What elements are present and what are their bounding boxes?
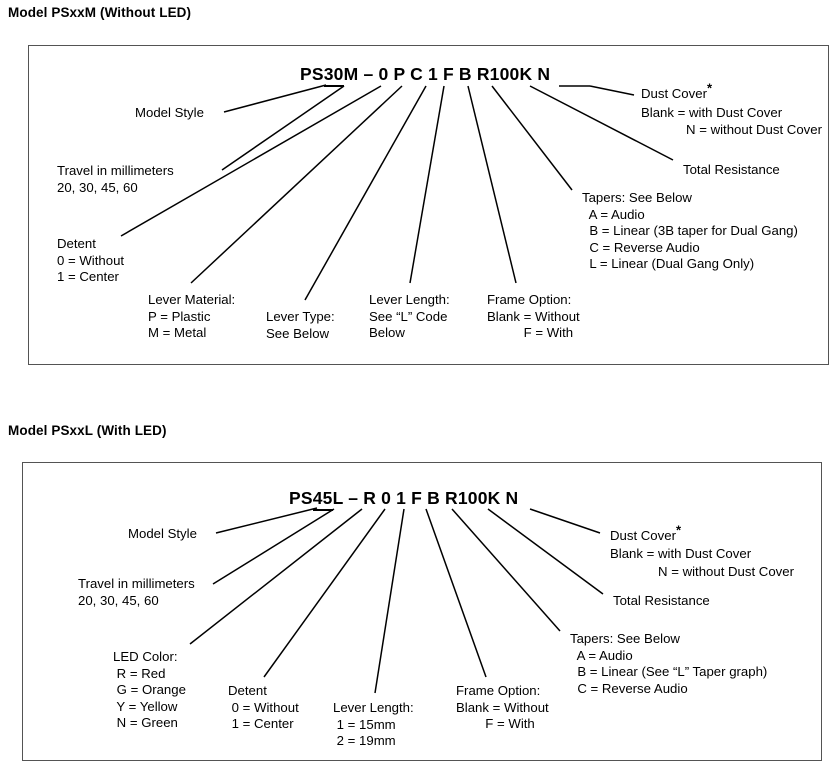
- d1-label-lever-length: Lever Length: See “L” Code Below: [369, 292, 450, 340]
- part-number-rest: – 0 P C 1 F B R100K N: [358, 64, 551, 84]
- d1-label-total-resistance: Total Resistance: [683, 162, 780, 177]
- d2-label-frame-option: Frame Option: Blank = Without F = With: [456, 683, 549, 731]
- d1-label-dust-cover: Dust Cover*: [641, 82, 712, 103]
- d1-label-tapers: Tapers: See Below A = Audio B = Linear (…: [582, 190, 798, 271]
- d1-label-lever-material: Lever Material: P = Plastic M = Metal: [148, 292, 236, 340]
- d2-label-travel: Travel in millimeters 20, 30, 45, 60: [78, 576, 195, 608]
- d2-label-tapers: Tapers: See Below A = Audio B = Linear (…: [570, 631, 768, 696]
- d1-label-travel: Travel in millimeters 20, 30, 45, 60: [57, 163, 174, 195]
- d2-label-detent: Detent 0 = Without 1 = Center: [228, 683, 299, 731]
- part-number-rest: – R 0 1 F B R100K N: [343, 488, 519, 508]
- part-number-travel-code: 30: [323, 64, 344, 87]
- d2-label-dust-cover: Dust Cover*: [610, 524, 681, 545]
- d2-label-led-color: LED Color: R = Red G = Orange Y = Yellow…: [113, 649, 186, 730]
- d2-label-lever-length: Lever Length: 1 = 15mm 2 = 19mm: [333, 700, 414, 748]
- d1-label-model-style: Model Style: [135, 105, 204, 120]
- part-number-travel-code: 45: [312, 488, 333, 511]
- diagram-2-part-number: PS45L – R 0 1 F B R100K N: [289, 488, 519, 511]
- d2-dust-cover-text: Dust Cover: [610, 528, 676, 543]
- diagram-1-heading: Model PSxxM (Without LED): [8, 5, 192, 20]
- part-number-suffix: M: [343, 64, 359, 84]
- d1-label-detent: Detent 0 = Without 1 = Center: [57, 236, 125, 284]
- part-number-prefix: PS: [289, 488, 313, 508]
- d1-label-dust-cover-blank: Blank = with Dust Cover: [641, 105, 783, 120]
- part-number-suffix: L: [332, 488, 344, 508]
- d2-label-model-style: Model Style: [128, 526, 197, 541]
- part-number-prefix: PS: [300, 64, 324, 84]
- diagram-1-part-number: PS30M – 0 P C 1 F B R100K N: [300, 64, 551, 87]
- d1-label-frame-option: Frame Option: Blank = Without F = With: [487, 292, 580, 340]
- asterisk-icon: *: [675, 522, 682, 538]
- d1-label-lever-type: Lever Type: See Below: [266, 309, 335, 341]
- d1-dust-cover-text: Dust Cover: [641, 86, 707, 101]
- d1-label-dust-cover-n: N = without Dust Cover: [686, 122, 822, 137]
- d2-label-dust-cover-n: N = without Dust Cover: [658, 564, 794, 579]
- diagram-2-container: [22, 462, 822, 761]
- asterisk-icon: *: [706, 80, 713, 96]
- d2-label-dust-cover-blank: Blank = with Dust Cover: [610, 546, 752, 561]
- diagram-2-heading: Model PSxxL (With LED): [8, 423, 167, 438]
- d2-label-total-resistance: Total Resistance: [613, 593, 710, 608]
